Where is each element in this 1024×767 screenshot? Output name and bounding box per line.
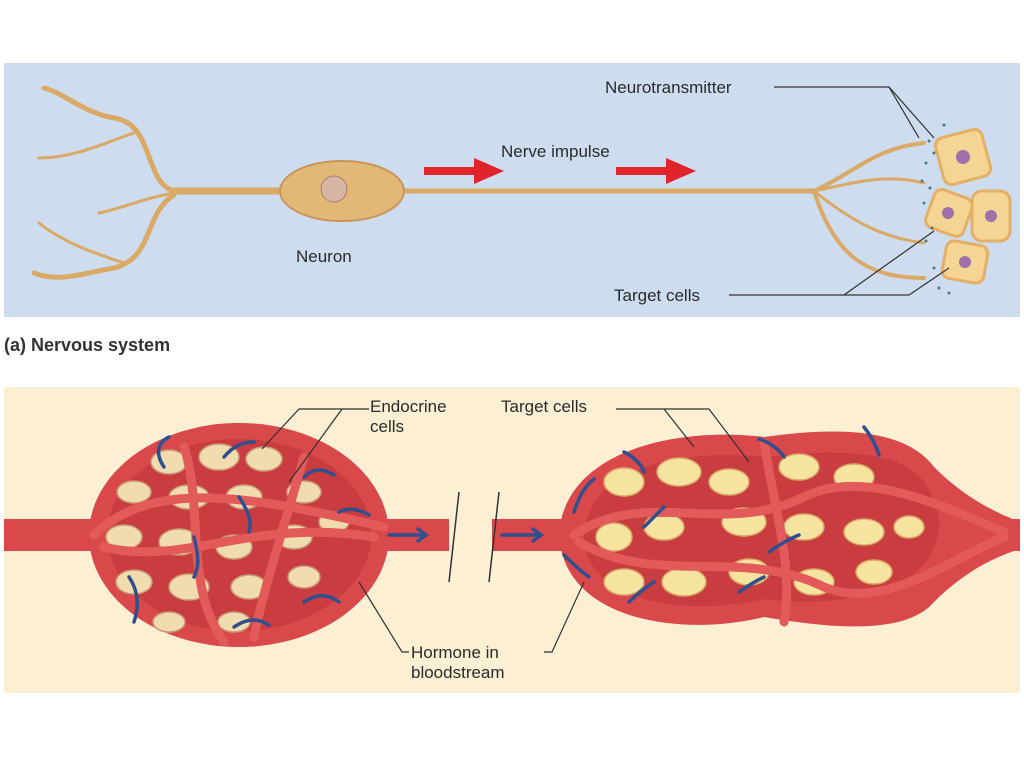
dendrite [31,192,177,280]
nervous-system-panel: Neurotransmitter Nerve impulse Neuron Ta… [4,63,1020,317]
nerve-impulse-label: Nerve impulse [501,142,610,161]
endocrine-illustration [4,408,1020,653]
dendrite [37,221,126,265]
leader-line [261,408,369,450]
leader-line [888,86,920,139]
leader-line [844,267,950,296]
neurotransmitter-particles [920,123,951,295]
leader-line [544,581,585,653]
leader-line [774,86,935,139]
endocrine-cells-label-line2: cells [370,417,405,436]
hormone-label-line1: Hormone in [411,643,499,662]
target-cells-label: Target cells [614,286,700,305]
leader-line [288,408,343,483]
endocrine-system-panel: Endocrine cells Target cells Hormone in … [4,387,1020,693]
axon-terminal [812,141,926,193]
impulse-arrow [424,158,504,184]
cell-nucleus [985,210,997,222]
panel-a-caption: (a) Nervous system [4,335,171,355]
neurotransmitter-label: Neurotransmitter [605,78,732,97]
break-marks [448,491,500,583]
leader-line [358,581,409,653]
cell-nucleus [956,150,970,164]
hormone-label-line2: bloodstream [411,663,505,682]
cell-nucleus [959,256,971,268]
axon-terminal [812,189,926,245]
dendrite [41,85,177,194]
axon-terminal [812,189,926,280]
dendrite [37,131,136,160]
neuron-nucleus [320,175,348,203]
neuron-label: Neuron [296,247,352,266]
impulse-arrow [616,158,696,184]
neuron-illustration [31,85,1012,296]
axon-terminal [812,177,926,193]
hormone-flow-arrows [127,425,881,629]
leader-line [664,408,750,463]
target-cells-label: Target cells [501,397,587,416]
cell-nucleus [942,207,954,219]
dendrite [97,191,176,215]
endocrine-cells-label-line1: Endocrine [370,397,447,416]
